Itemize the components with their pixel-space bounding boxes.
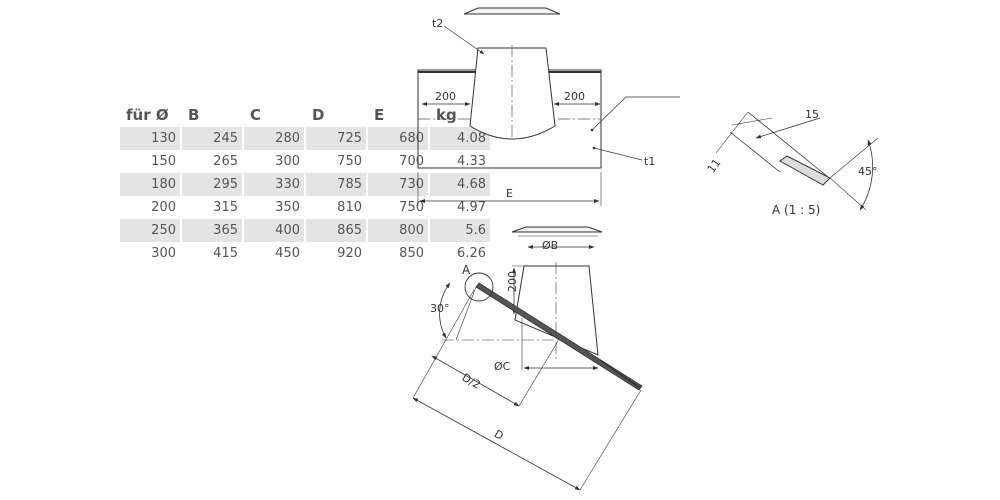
table-cell: 4.33: [457, 154, 486, 169]
table-cell: 6.26: [457, 246, 486, 261]
detail-a: 15 11 45° A (1 : 5): [705, 108, 879, 217]
inclined-plate: [475, 282, 643, 391]
label-t2: t2: [432, 17, 443, 30]
angle-30: 30°: [430, 302, 450, 315]
table-cell: 365: [182, 219, 242, 242]
table-cell: 800: [368, 219, 428, 242]
table-cell: 400: [244, 219, 304, 242]
label-a: A: [462, 263, 471, 277]
detail-a-marker: [464, 272, 494, 302]
table-cell: 295: [182, 173, 242, 196]
table-row: 180 295 330 785 730 4.68: [120, 173, 490, 196]
table-cell: 785: [306, 173, 366, 196]
col-header-e: E: [374, 106, 385, 124]
table-cell: 415: [213, 246, 238, 261]
table-cell: 300: [151, 246, 176, 261]
table-cell: 850: [399, 246, 424, 261]
col-header-d: D: [312, 106, 325, 124]
col-header-diameter: für Ø: [126, 106, 169, 124]
side-collar: [514, 265, 599, 356]
dim-c: ØC: [494, 360, 511, 373]
table-cell: 4.97: [457, 200, 486, 215]
table-cell: 150: [151, 154, 176, 169]
table-cell: 330: [244, 173, 304, 196]
table-header-row: für Ø B C D E kg: [120, 103, 490, 127]
side-cap-plate: [511, 226, 603, 233]
table-cell: 200: [151, 200, 176, 215]
table-cell: 280: [244, 127, 304, 150]
table-cell: 4.08: [430, 127, 490, 150]
dim-11: 11: [705, 156, 724, 175]
table-cell: 265: [213, 154, 238, 169]
table-cell: 300: [275, 154, 300, 169]
table-cell: 865: [306, 219, 366, 242]
dim-200-right: 200: [564, 90, 585, 103]
top-view: 200 200 E t2 t1: [417, 7, 680, 206]
table-row: 130 245 280 725 680 4.08: [120, 127, 490, 150]
top-cap-plate: [463, 7, 561, 15]
table-row: 200 315 350 810 750 4.97: [120, 196, 490, 219]
table-cell: 810: [337, 200, 362, 215]
dim-b: ØB: [542, 239, 558, 252]
col-header-b: B: [188, 106, 200, 124]
angle-45: 45°: [858, 165, 878, 178]
table-cell: 315: [213, 200, 238, 215]
table-cell: 450: [275, 246, 300, 261]
detail-plate-section: [779, 155, 831, 186]
table-cell: 180: [120, 173, 180, 196]
table-cell: 725: [306, 127, 366, 150]
table-row: 300 415 450 920 850 6.26: [120, 242, 490, 265]
table-cell: 245: [182, 127, 242, 150]
table-cell: 4.68: [430, 173, 490, 196]
table-cell: 750: [337, 154, 362, 169]
table-cell: 130: [120, 127, 180, 150]
dim-15: 15: [805, 108, 819, 121]
dim-d: D: [492, 427, 506, 443]
collar: [469, 47, 556, 140]
detail-caption: A (1 : 5): [772, 203, 820, 217]
table-cell: 920: [337, 246, 362, 261]
dimension-table: für Ø B C D E kg 130 245 280 725 680 4.0…: [118, 103, 492, 265]
dim-200-side: 200: [506, 271, 519, 292]
dim-e: E: [506, 187, 513, 200]
col-header-kg: kg: [436, 106, 457, 124]
table-row: 250 365 400 865 800 5.6: [120, 219, 490, 242]
dim-200-left: 200: [435, 90, 456, 103]
col-header-c: C: [250, 106, 262, 124]
table-cell: 250: [120, 219, 180, 242]
table-cell: 5.6: [430, 219, 490, 242]
side-view: ØB 200 A 30° ØC D/2 D: [412, 226, 643, 491]
label-t1: t1: [644, 155, 655, 168]
table-cell: 350: [275, 200, 300, 215]
